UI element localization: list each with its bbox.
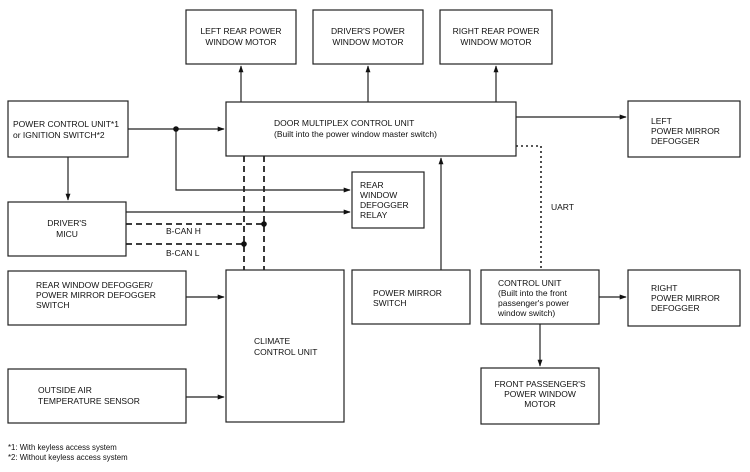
svg-text:RELAY: RELAY — [360, 210, 388, 220]
climate-control-unit-block: CLIMATE CONTROL UNIT — [225, 269, 345, 423]
svg-text:POWER MIRROR DEFOGGER: POWER MIRROR DEFOGGER — [36, 290, 156, 300]
svg-text:REAR WINDOW DEFOGGER/: REAR WINDOW DEFOGGER/ — [36, 280, 153, 290]
svg-text:WINDOW MOTOR: WINDOW MOTOR — [332, 37, 403, 47]
svg-text:window switch): window switch) — [497, 308, 555, 318]
svg-text:TEMPERATURE SENSOR: TEMPERATURE SENSOR — [38, 396, 140, 406]
svg-text:CONTROL UNIT: CONTROL UNIT — [498, 278, 561, 288]
svg-text:WINDOW: WINDOW — [360, 190, 397, 200]
svg-text:or IGNITION SWITCH*2: or IGNITION SWITCH*2 — [13, 130, 105, 140]
right-rear-power-window-motor-block: RIGHT REAR POWER WINDOW MOTOR — [439, 9, 553, 65]
drivers-micu-block: DRIVER'S MICU — [7, 201, 127, 257]
outside-air-temperature-sensor-block: OUTSIDE AIR TEMPERATURE SENSOR — [7, 368, 187, 424]
junction-can-l — [241, 241, 247, 247]
svg-text:POWER CONTROL UNIT*1: POWER CONTROL UNIT*1 — [13, 119, 119, 129]
svg-text:REAR: REAR — [360, 180, 384, 190]
b-can-bus — [126, 156, 265, 270]
right-power-mirror-defogger-block: RIGHT POWER MIRROR DEFOGGER — [627, 269, 741, 327]
svg-text:POWER MIRROR: POWER MIRROR — [651, 126, 720, 136]
junction-pcu — [173, 126, 179, 132]
footnote-2: *2: Without keyless access system — [8, 453, 128, 462]
svg-text:WINDOW MOTOR: WINDOW MOTOR — [205, 37, 276, 47]
svg-text:SWITCH: SWITCH — [36, 300, 70, 310]
svg-text:DRIVER'S: DRIVER'S — [47, 218, 87, 228]
svg-text:RIGHT: RIGHT — [651, 283, 677, 293]
svg-text:POWER WINDOW: POWER WINDOW — [504, 389, 576, 399]
front-passenger-power-window-motor-block: FRONT PASSENGER'S POWER WINDOW MOTOR — [480, 367, 600, 425]
rear-window-defogger-relay-block: REAR WINDOW DEFOGGER RELAY — [351, 171, 425, 229]
svg-text:(Built into the front: (Built into the front — [498, 288, 568, 298]
svg-text:OUTSIDE AIR: OUTSIDE AIR — [38, 385, 92, 395]
svg-text:DEFOGGER: DEFOGGER — [360, 200, 409, 210]
power-control-unit-block: POWER CONTROL UNIT*1 or IGNITION SWITCH*… — [7, 100, 129, 158]
front-passenger-control-unit-block: CONTROL UNIT (Built into the front passe… — [480, 269, 600, 325]
uart-label: UART — [551, 202, 574, 212]
svg-text:WINDOW MOTOR: WINDOW MOTOR — [460, 37, 531, 47]
svg-text:SWITCH: SWITCH — [373, 298, 407, 308]
junction-dots — [173, 126, 267, 247]
svg-text:(Built into the power window m: (Built into the power window master swit… — [274, 129, 437, 139]
svg-text:MOTOR: MOTOR — [524, 399, 555, 409]
svg-text:CONTROL UNIT: CONTROL UNIT — [254, 347, 317, 357]
svg-text:MICU: MICU — [56, 229, 78, 239]
defogger-switch-block: REAR WINDOW DEFOGGER/ POWER MIRROR DEFOG… — [7, 270, 187, 326]
b-can-l-label: B-CAN L — [166, 248, 200, 258]
svg-text:POWER MIRROR: POWER MIRROR — [651, 293, 720, 303]
junction-can-h — [261, 221, 267, 227]
svg-text:CLIMATE: CLIMATE — [254, 336, 291, 346]
door-multiplex-control-unit-block: DOOR MULTIPLEX CONTROL UNIT (Built into … — [225, 101, 517, 157]
svg-text:DEFOGGER: DEFOGGER — [651, 136, 700, 146]
svg-text:FRONT PASSENGER'S: FRONT PASSENGER'S — [494, 379, 585, 389]
footnote-1: *1: With keyless access system — [8, 443, 117, 452]
left-power-mirror-defogger-block: LEFT POWER MIRROR DEFOGGER — [627, 100, 741, 158]
b-can-h-label: B-CAN H — [166, 226, 201, 236]
power-mirror-switch-block: POWER MIRROR SWITCH — [351, 269, 471, 325]
wire-pcu-relay — [175, 129, 351, 193]
svg-text:LEFT: LEFT — [651, 116, 672, 126]
svg-text:RIGHT REAR POWER: RIGHT REAR POWER — [453, 26, 540, 36]
drivers-power-window-motor-block: DRIVER'S POWER WINDOW MOTOR — [312, 9, 424, 65]
svg-text:DEFOGGER: DEFOGGER — [651, 303, 700, 313]
svg-text:POWER MIRROR: POWER MIRROR — [373, 288, 442, 298]
left-rear-power-window-motor-block: LEFT REAR POWER WINDOW MOTOR — [185, 9, 297, 65]
uart-line — [516, 145, 542, 270]
svg-text:LEFT REAR POWER: LEFT REAR POWER — [200, 26, 281, 36]
svg-text:DOOR MULTIPLEX CONTROL UNIT: DOOR MULTIPLEX CONTROL UNIT — [274, 118, 414, 128]
svg-text:passenger's power: passenger's power — [498, 298, 569, 308]
svg-text:DRIVER'S POWER: DRIVER'S POWER — [331, 26, 405, 36]
